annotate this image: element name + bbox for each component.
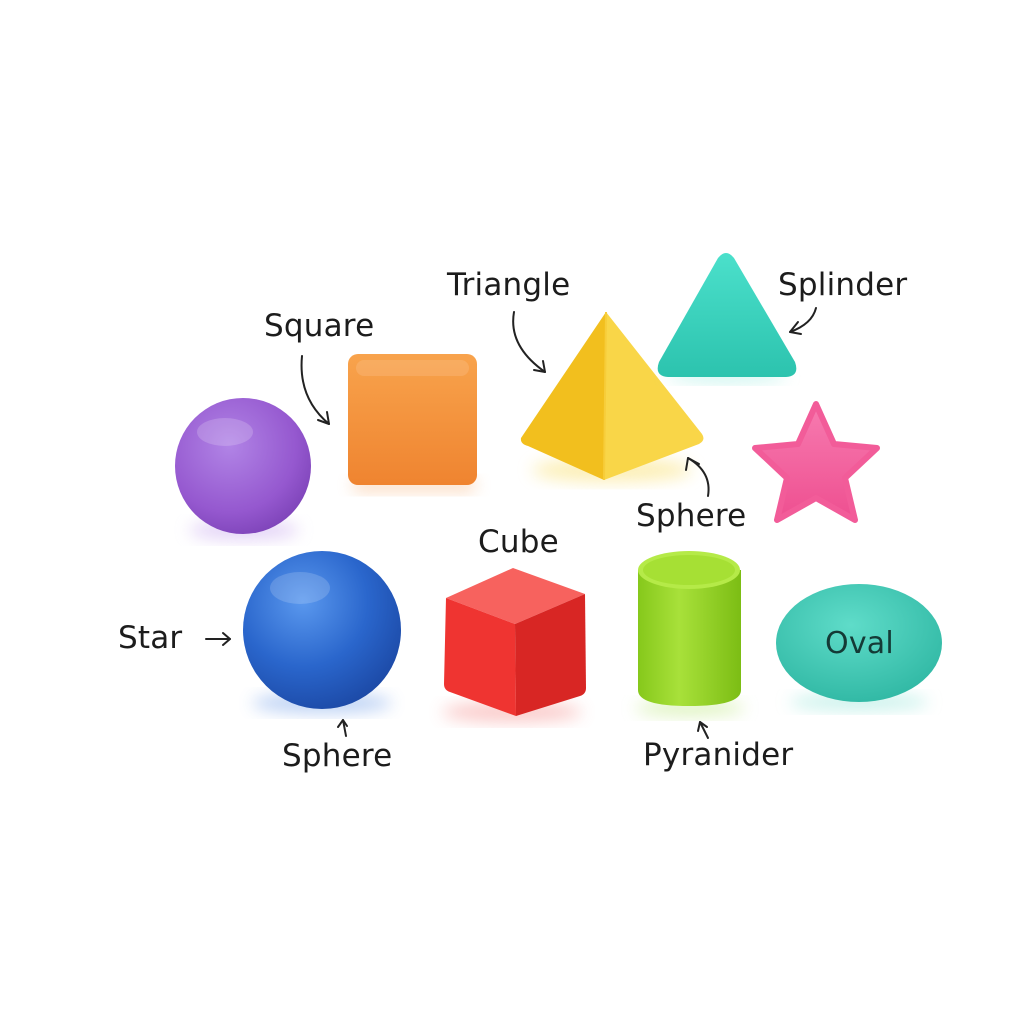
- teal-oval: [776, 584, 942, 710]
- label-splinder: Splinder: [778, 267, 908, 303]
- label-star: Star: [118, 620, 183, 656]
- label-sphere-top: Sphere: [636, 498, 747, 534]
- teal-triangle: [657, 253, 797, 382]
- label-square: Square: [264, 308, 375, 344]
- green-cylinder: [635, 551, 745, 716]
- pink-star: [752, 401, 880, 523]
- blue-sphere: [243, 551, 401, 713]
- yellow-pyramid: [520, 311, 704, 482]
- arrow-triangle: [512, 311, 546, 373]
- arrow-sphere-bottom: [337, 719, 348, 737]
- purple-circle: [175, 398, 311, 540]
- arrow-pyranider: [697, 721, 709, 739]
- orange-square: [348, 354, 477, 492]
- arrow-star: [205, 632, 231, 646]
- label-pyranider: Pyranider: [643, 737, 794, 773]
- label-triangle: Triangle: [447, 267, 571, 303]
- red-cube: [442, 568, 586, 722]
- label-cube: Cube: [478, 524, 559, 560]
- arrow-splinder: [789, 307, 817, 335]
- label-oval: Oval: [825, 626, 894, 661]
- arrow-sphere-top: [685, 457, 710, 497]
- label-sphere-bottom: Sphere: [282, 738, 393, 774]
- arrow-square: [300, 355, 330, 425]
